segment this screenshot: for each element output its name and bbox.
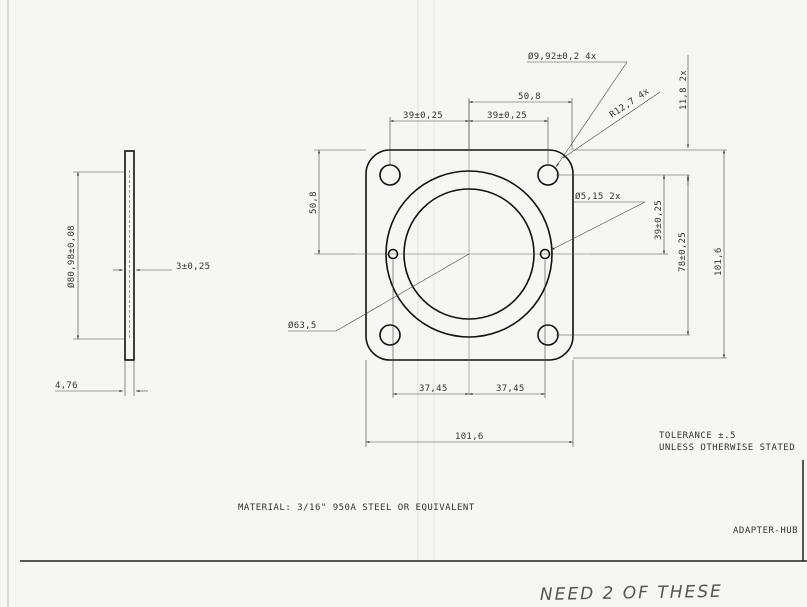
right-offset-v-label: 39±0,25 [654,200,664,240]
front-view: 50,8 39±0,25 39±0,25 Ø9,92±0,2 4x R12,7 … [288,51,727,447]
side-thickness-label: 3±0,25 [176,262,210,272]
corner-radius-label: R12,7 4x [608,86,652,120]
bottom-total-label: 101,6 [455,432,484,442]
corner-hole-br [537,324,559,346]
bottom-right-label: 37,45 [496,384,525,394]
side-width-label: 4,76 [55,381,78,391]
material-note: MATERIAL: 3/16" 950A STEEL OR EQUIVALENT [238,503,475,513]
side-view: Ø80,98±0,08 3±0,25 4,76 [55,150,210,396]
handwritten-note: NEED 2 OF THESE [540,582,723,605]
corner-hole-tr [537,164,559,186]
right-span-label: 78±0,25 [678,232,688,272]
right-total-label: 101,6 [714,247,724,276]
tolerance-line-2: UNLESS OTHERWISE STATED [659,443,795,453]
left-offset-label: 39±0,25 [403,111,443,121]
side-diameter-label: Ø80,98±0,08 [66,225,77,288]
small-hole-right [539,248,551,260]
hole-dia-label: Ø9,92±0,2 4x [528,51,597,62]
side-view-plate [124,150,135,361]
outer-ring [385,170,553,338]
corner-hole-bl [379,324,401,346]
bottom-left-label: 37,45 [419,384,448,394]
inner-dia-label: Ø63,5 [288,320,317,331]
plate-outline [365,149,574,361]
part-name: ADAPTER-HUB [733,526,798,536]
right-corner-label: 11,8 2x [679,70,689,110]
left-height-label: 50,8 [309,191,319,214]
inner-bore [403,188,535,320]
top-width-label: 50,8 [518,92,541,102]
corner-hole-tl [379,164,401,186]
small-hole-left [387,248,399,260]
small-hole-label: Ø5,15 2x [575,191,621,202]
tolerance-line-1: TOLERANCE ±.5 [659,431,736,441]
right-offset-label: 39±0,25 [487,111,527,121]
